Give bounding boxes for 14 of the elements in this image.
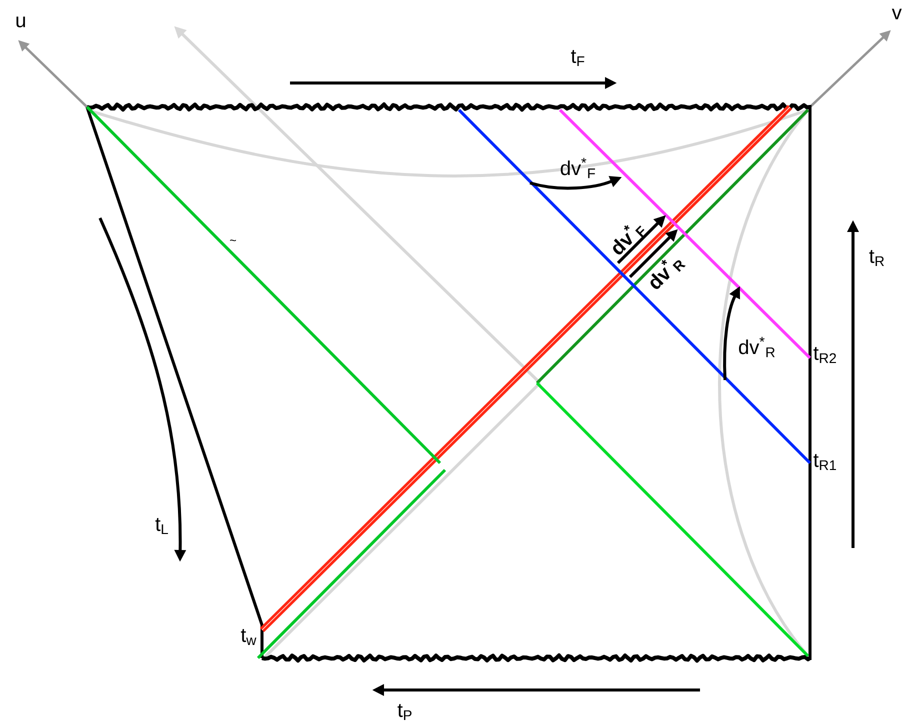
time-label: t$_{P}$ <box>398 704 412 720</box>
derivative-label: dv$^{*}$R <box>739 336 775 358</box>
derivative-label: dv$^{*}$F <box>560 158 596 178</box>
time-label: t$_{R}$ <box>869 250 884 266</box>
tilde-mark: ~ <box>230 240 236 242</box>
time-label: t$_{F}$ <box>571 50 584 66</box>
time-label: t$_{w}$ <box>240 628 256 646</box>
derivative-label: dv$^{*}$R <box>650 260 686 289</box>
time-label: t$_{R2}$ <box>814 346 836 364</box>
axis-label: u <box>16 16 25 28</box>
time-label: t$_{R1}$ <box>814 454 836 470</box>
time-label: t$_{L}$ <box>155 518 168 534</box>
derivative-label: dv$^{*}$F <box>613 225 644 254</box>
axis-label: v <box>892 8 902 20</box>
